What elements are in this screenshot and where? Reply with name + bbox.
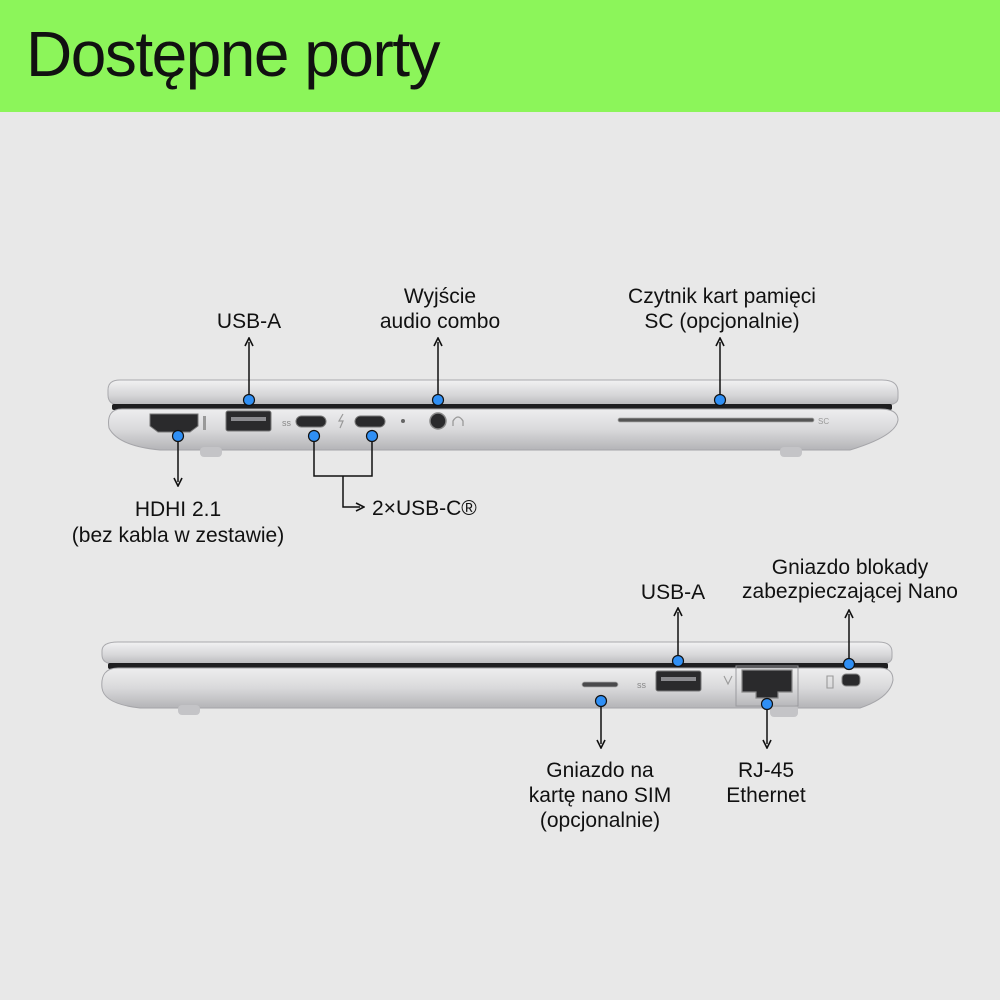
laptop-foot (770, 705, 798, 717)
sim-slot-icon (581, 681, 619, 688)
thunderbolt-icon (337, 413, 344, 429)
card-reader-slot-icon (617, 417, 815, 423)
usb-c-port-icon (354, 415, 386, 428)
label-rj45-line1: RJ-45 (738, 759, 794, 782)
marker-dot (842, 657, 856, 671)
marker-dot (594, 694, 608, 708)
laptop-left-side: ss SC USB- (72, 285, 899, 547)
label-lock-line2: zabezpieczającej Nano (742, 580, 958, 603)
laptop-lid (101, 641, 893, 665)
svg-text:ss: ss (282, 418, 292, 428)
svg-text:ss: ss (637, 680, 647, 690)
label-usb-a-left: USB-A (217, 310, 281, 333)
usb-c-port-icon (295, 415, 327, 428)
marker-dot (242, 393, 256, 407)
label-card-reader-line1: Czytnik kart pamięci (628, 285, 816, 308)
label-card-reader-line2: SC (opcjonalnie) (644, 310, 799, 333)
header-banner: Dostępne porty (0, 0, 1000, 112)
marker-dot (713, 393, 727, 407)
laptop-foot (200, 447, 222, 457)
label-sim-line3: (opcjonalnie) (540, 809, 660, 832)
label-audio-line2: audio combo (380, 310, 500, 333)
audio-jack-icon (429, 412, 447, 430)
rj45-port-icon (741, 669, 793, 699)
hdmi-port-icon (149, 413, 199, 433)
label-sim-line1: Gniazdo na (546, 759, 654, 782)
label-usb-a-right: USB-A (641, 581, 705, 604)
laptop-foot (780, 447, 802, 457)
laptop-lid (107, 379, 899, 406)
label-usb-c: 2×USB-C® (372, 497, 477, 520)
marker-dot (365, 429, 379, 443)
svg-text:SC: SC (818, 417, 829, 426)
lock-slot-icon (826, 675, 834, 689)
page-title: Dostępne porty (26, 18, 441, 90)
label-rj45-line2: Ethernet (726, 784, 806, 807)
headphone-icon (452, 416, 464, 426)
marker-dot (760, 697, 774, 711)
label-sim-line2: kartę nano SIM (529, 784, 671, 807)
label-audio-line1: Wyjście (404, 285, 476, 308)
label-hdmi-line2: (bez kabla w zestawie) (72, 524, 284, 547)
label-lock-line1: Gniazdo blokady (772, 556, 929, 579)
marker-dot (671, 654, 685, 668)
laptop-right-side: ss Gniazdo blokady zabezpieczającej Nano (101, 556, 958, 832)
laptop-foot (178, 705, 200, 715)
marker-dot (171, 429, 185, 443)
marker-dot (431, 393, 445, 407)
label-hdmi-line1: HDHI 2.1 (135, 498, 221, 521)
marker-dot (307, 429, 321, 443)
arrow-icon (342, 476, 360, 507)
